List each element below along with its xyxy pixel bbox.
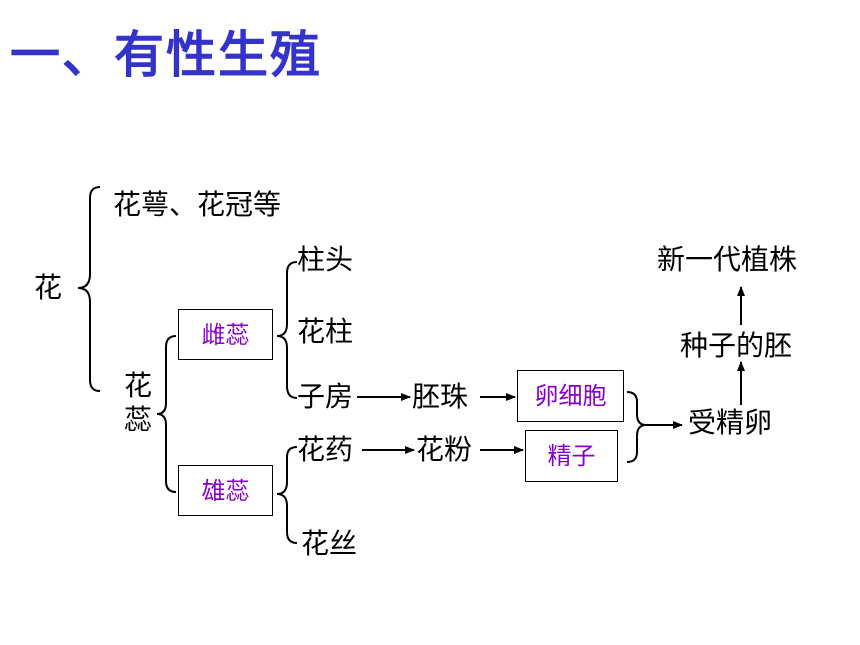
brace-stamen-pistil bbox=[156, 335, 177, 493]
brace-pistil bbox=[276, 261, 298, 399]
node-ovary: 子房 bbox=[297, 380, 354, 413]
node-egg-cell: 卵细胞 bbox=[517, 370, 624, 422]
node-zygote: 受精卵 bbox=[688, 406, 773, 439]
node-stigma: 柱头 bbox=[297, 243, 354, 276]
page-title: 一、有性生殖 bbox=[10, 26, 322, 84]
node-pistil: 雌蕊 bbox=[178, 309, 273, 360]
node-ovule: 胚珠 bbox=[412, 380, 469, 413]
node-stamen: 雄蕊 bbox=[178, 465, 273, 516]
brace-flower bbox=[77, 186, 101, 392]
node-sepal-petal: 花萼、花冠等 bbox=[113, 188, 282, 221]
node-stamen-pistil: 花蕊 bbox=[123, 369, 152, 436]
brace-stamen bbox=[276, 446, 298, 544]
node-sperm: 精子 bbox=[525, 430, 618, 482]
node-style: 花柱 bbox=[297, 315, 354, 348]
brace-fertilization bbox=[626, 391, 647, 463]
node-new-plant: 新一代植株 bbox=[657, 243, 798, 276]
node-anther: 花药 bbox=[297, 433, 354, 466]
node-flower: 花 bbox=[34, 271, 63, 304]
node-filament: 花丝 bbox=[301, 527, 358, 560]
node-embryo: 种子的胚 bbox=[680, 329, 793, 362]
node-pollen: 花粉 bbox=[416, 433, 473, 466]
